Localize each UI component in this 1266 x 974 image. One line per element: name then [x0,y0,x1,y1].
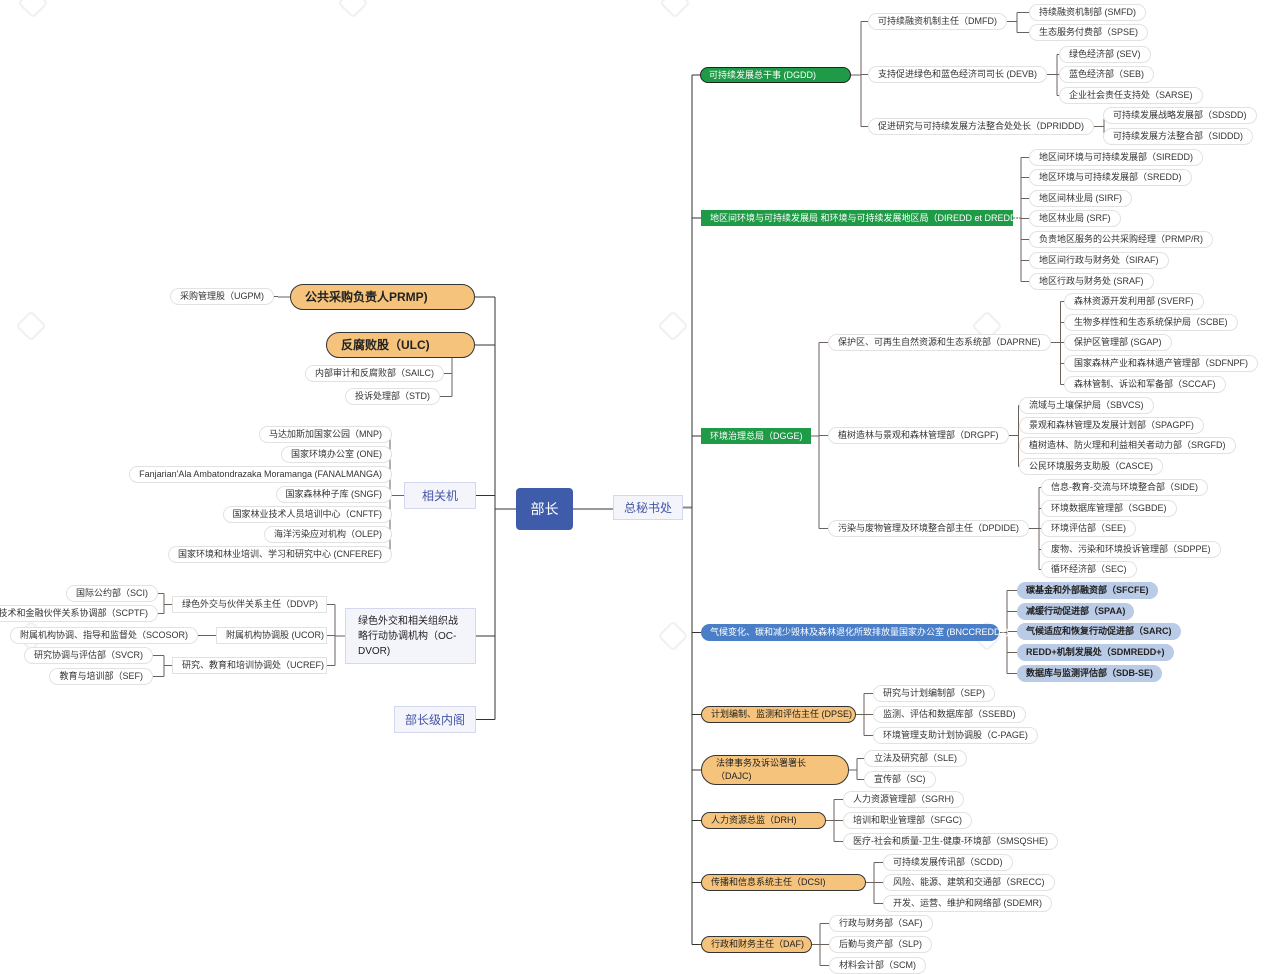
node-siredd[interactable]: 地区间环境与可持续发展部（SIREDD) [1029,149,1204,166]
node-general-secretariat[interactable]: 总秘书处 [613,495,683,520]
node-sdppe[interactable]: 废物、污染和环境投诉管理部（SDPPE) [1041,541,1221,558]
node-one[interactable]: 国家环境办公室 (ONE) [281,446,392,463]
node-daprne[interactable]: 保护区、可再生自然资源和生态系统部（DAPRNE) [828,334,1051,351]
node-sec[interactable]: 循环经济部（SEC) [1041,561,1137,578]
node-sef[interactable]: 教育与培训部（SEF) [49,668,153,685]
node-ugpm[interactable]: 采购管理股（UGPM) [170,288,274,305]
node-smfd[interactable]: 持续融资机制部 (SMFD) [1029,4,1146,21]
node-sdsdd[interactable]: 可持续发展战略发展部（SDSDD) [1103,107,1257,124]
node-cnftf[interactable]: 国家林业技术人员培训中心（CNFTF) [222,506,392,523]
node-srgfd[interactable]: 植树造林、防火理和利益相关者动力部（SRGFD) [1019,437,1236,454]
watermark-icon [657,310,689,342]
node-dgdd[interactable]: 可持续发展总干事 (DGDD) [700,67,851,83]
node-saf[interactable]: 行政与财务部（SAF) [829,915,933,932]
node-ucor[interactable]: 附属机构协调股 (UCOR) [216,627,327,644]
node-sdmredd[interactable]: REDD+机制发展处（SDMREDD+) [1017,644,1174,661]
node-sci[interactable]: 国际公约部（SCI) [65,585,158,602]
node-sdfnpf[interactable]: 国家森林产业和森林遗产管理部（SDFNPF) [1064,355,1258,372]
node-fanalmanga[interactable]: Fanjarian'Ala Ambatondrazaka Moramanga (… [129,466,392,483]
node-sdemr[interactable]: 开发、运营、维护和网络部 (SDEMR) [883,895,1052,912]
node-dcsi[interactable]: 传播和信息系统主任（DCSI) [701,874,866,891]
node-std[interactable]: 投诉处理部（STD) [345,388,440,405]
node-dajc[interactable]: 法律事务及诉讼署署长（DAJC) [701,755,849,785]
node-sarc[interactable]: 气候适应和恢复行动促进部（SARC) [1017,623,1181,640]
node-scptf[interactable]: 技术和金融伙伴关系协调部（SCPTF) [0,605,158,622]
node-siddd[interactable]: 可持续发展方法整合部（SIDDD) [1103,128,1253,145]
node-sle[interactable]: 立法及研究部（SLE) [864,750,968,767]
node-side[interactable]: 信息-教育-交流与环境整合部（SIDE) [1041,479,1208,496]
node-sgbde[interactable]: 环境数据库管理部（SGBDE) [1041,500,1177,517]
node-oc-dvor[interactable]: 绿色外交和相关组织战略行动协调机构（OC-DVOR) [345,608,476,664]
node-olep[interactable]: 海洋污染应对机构（OLEP) [263,526,392,543]
node-spagpf[interactable]: 景观和森林管理及发展计划部（SPAGPF) [1019,417,1204,434]
node-cnferef[interactable]: 国家环境和林业培训、学习和研究中心 (CNFEREF) [168,546,392,563]
node-svcr[interactable]: 研究协调与评估部（SVCR) [23,647,153,664]
node-sc[interactable]: 宣传部（SC) [864,771,936,788]
node-sarse[interactable]: 企业社会责任支持处（SARSE) [1059,87,1203,104]
node-scdd[interactable]: 可持续发展传讯部（SCDD) [883,854,1013,871]
node-sep[interactable]: 研究与计划编制部（SEP) [873,685,996,702]
node-ddvp[interactable]: 绿色外交与伙伴关系主任（DDVP) [172,596,327,613]
node-slp[interactable]: 后勤与资产部（SLP) [829,936,933,953]
node-scm[interactable]: 材料会计部（SCM) [829,957,926,974]
node-dpriddd[interactable]: 促进研究与可持续发展方法整合处处长（DPRIDDD) [868,118,1094,135]
watermark-icon [15,310,47,342]
node-drh[interactable]: 人力资源总监（DRH) [701,812,826,829]
node-sfgc[interactable]: 培训和职业管理部（SFGC) [843,812,972,829]
node-drgpf[interactable]: 植树造林与景观和森林管理部（DRGPF) [828,427,1009,444]
node-sredd[interactable]: 地区环境与可持续发展部（SREDD) [1029,169,1192,186]
node-scbe[interactable]: 生物多样性和生态系统保护局（SCBE) [1064,314,1238,331]
node-sraf[interactable]: 地区行政与财务处 (SRAF) [1029,273,1154,290]
node-sverf[interactable]: 森林资源开发利用部 (SVERF) [1064,293,1204,310]
watermark-icon [337,0,369,19]
watermark-icon [657,620,689,652]
node-sev[interactable]: 绿色经济部 (SEV) [1059,46,1151,63]
node-bnccredd[interactable]: 气候变化、碳和减少毁林及森林退化所致排放量国家办公室 (BNCCREDD+) [701,624,1009,641]
node-see[interactable]: 环境评估部（SEE) [1041,520,1137,537]
node-mnp[interactable]: 马达加斯加国家公园（MNP) [259,426,392,443]
node-spse[interactable]: 生态服务付费部（SPSE) [1029,24,1149,41]
node-sfcfe[interactable]: 碳基金和外部融资部（SFCFE) [1017,582,1158,599]
node-sgap[interactable]: 保护区管理部 (SGAP) [1064,334,1172,351]
watermark-icon [17,0,49,19]
node-smsqshe[interactable]: 医疗-社会和质量-卫生-健康-环境部（SMSQSHE) [843,833,1058,850]
node-srecc[interactable]: 风险、能源、建筑和交通部（SRECC) [883,874,1055,891]
node-sngf[interactable]: 国家森林种子库 (SNGF) [275,486,392,503]
node-seb[interactable]: 蓝色经济部（SEB) [1059,66,1155,83]
root-node-minister[interactable]: 部长 [516,488,573,530]
node-scosor[interactable]: 附属机构协调、指导和监督处（SCOSOR) [9,627,198,644]
node-sbvcs[interactable]: 流域与土壤保护局（SBVCS) [1019,397,1154,414]
node-sirf[interactable]: 地区间林业局 (SIRF) [1029,190,1132,207]
node-siraf[interactable]: 地区间行政与财务处（SIRAF) [1029,252,1169,269]
node-prmp-r[interactable]: 负责地区服务的公共采购经理（PRMP/R) [1029,231,1214,248]
node-ulc[interactable]: 反腐败股（ULC) [326,332,475,358]
node-daf[interactable]: 行政和财务主任（DAF) [701,936,812,953]
node-sccaf[interactable]: 森林管制、诉讼和军备部（SCCAF) [1064,376,1226,393]
watermark-icon [659,0,691,19]
node-ssebd[interactable]: 监测、评估和数据库部（SSEBD) [873,706,1026,723]
node-srf[interactable]: 地区林业局 (SRF) [1029,210,1121,227]
node-ministerial-cabinet[interactable]: 部长级内阁 [394,706,476,733]
node-ucref[interactable]: 研究、教育和培训协调处（UCREF) [172,657,327,674]
node-devb[interactable]: 支持促进绿色和蓝色经济司司长 (DEVB) [868,66,1048,83]
node-sailc[interactable]: 内部审计和反腐败部（SAILC) [305,365,445,382]
node-dpdide[interactable]: 污染与废物管理及环境整合部主任（DPDIDE) [828,520,1030,537]
node-casce[interactable]: 公民环境服务支助股（CASCE) [1019,458,1164,475]
node-diredd-dredd[interactable]: 地区间环境与可持续发展局 和环境与可持续发展地区局（DIREDD et DRED… [701,210,1020,226]
node-prmp[interactable]: 公共采购负责人PRMP) [290,284,475,310]
node-dpse[interactable]: 计划编制、监测和评估主任 (DPSE) [701,706,856,723]
node-related-agencies[interactable]: 相关机 [404,482,476,509]
node-dmfd[interactable]: 可持续融资机制主任（DMFD) [868,13,1007,30]
node-dgge[interactable]: 环境治理总局（DGGE) [701,428,811,444]
node-sdb-se[interactable]: 数据库与监测评估部（SDB-SE) [1017,665,1163,682]
node-spaa[interactable]: 减缓行动促进部（SPAA) [1017,603,1135,620]
node-c-page[interactable]: 环境管理支助计划协调股（C-PAGE) [873,727,1038,744]
node-sgrh[interactable]: 人力资源管理部（SGRH) [843,791,964,808]
